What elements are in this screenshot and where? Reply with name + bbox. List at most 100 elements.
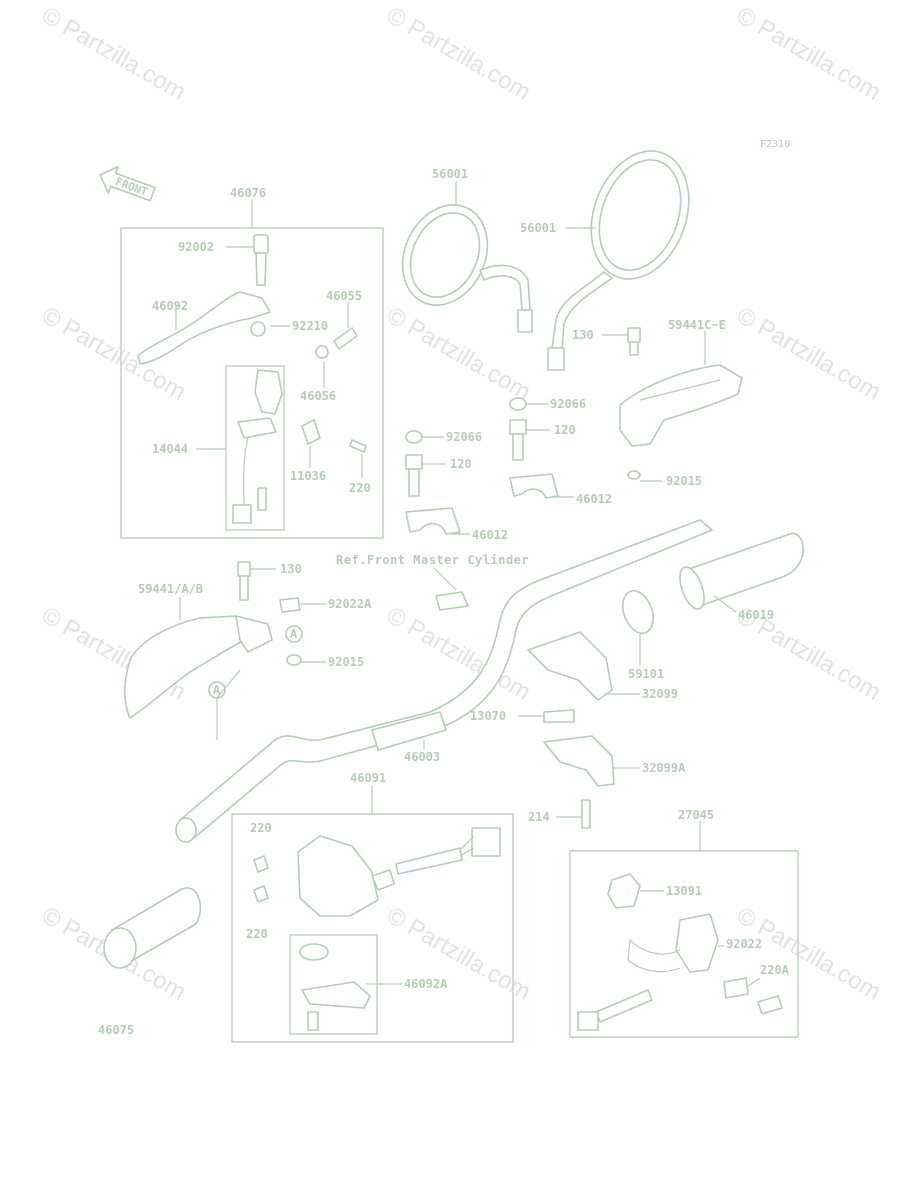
label-46055: 46055	[326, 289, 362, 303]
watermark-text: Partzilla.com	[58, 14, 190, 106]
switch-13091-icon	[607, 873, 641, 909]
hand-guard-left-icon	[123, 615, 245, 719]
figure-code: F2310	[760, 139, 790, 150]
bolt-120-a-shaft-icon	[512, 433, 524, 461]
label-46075: 46075	[98, 1023, 134, 1037]
screw-220a-icon	[757, 995, 783, 1015]
watermark: © Partzilla.com	[732, 902, 885, 1006]
starter-switch-assembly-box	[569, 850, 799, 1038]
clutch-pivot-icon	[299, 943, 329, 961]
mirror-right-thread-icon	[547, 347, 565, 371]
brake-lever-assembly	[137, 234, 367, 524]
switch-connector-46091-icon	[471, 827, 501, 857]
label-220-upper: 220	[349, 481, 371, 495]
label-92066-a: 92066	[550, 397, 586, 411]
throttle-cover-32099a-icon	[543, 735, 615, 787]
throttle-flange-icon	[679, 566, 705, 610]
clip-92022a-icon	[279, 597, 301, 613]
label-130-left: 130	[280, 562, 302, 576]
switch-subassembly-box	[225, 365, 285, 531]
grip-46019-icon	[685, 532, 805, 609]
clamp-46012-b-icon	[405, 507, 461, 535]
watermark-text: Partzilla.com	[403, 14, 535, 106]
reference-note: Ref.Front Master Cylinder	[336, 553, 529, 567]
left-switch-assembly-box	[231, 813, 514, 1043]
bolt-130-icon	[627, 327, 641, 343]
cable-guide-59101-icon	[622, 589, 654, 635]
label-46076-top: 46076	[230, 186, 266, 200]
switch-wires	[459, 835, 475, 857]
washer-46056-icon	[315, 345, 329, 359]
switch-button-icon	[371, 869, 395, 891]
watermark: © Partzilla.com	[382, 2, 535, 106]
label-32099: 32099	[642, 687, 678, 701]
label-13091: 13091	[666, 884, 702, 898]
label-92002: 92002	[178, 240, 214, 254]
mirror-left-stem-icon	[479, 264, 531, 311]
label-46092a: 46092A	[404, 977, 448, 991]
handlebar-46003	[175, 519, 713, 843]
switch-body-icon	[254, 369, 283, 415]
label-32099a: 32099A	[642, 761, 686, 775]
ring-13070-icon	[543, 709, 575, 723]
label-59441ab: 59441/A/B	[138, 582, 203, 596]
callout-a-upper-label: A	[290, 627, 298, 641]
hand-guard-right-icon	[619, 364, 743, 447]
switch-housing-46091-icon	[297, 835, 379, 917]
screw-220-icon	[349, 439, 367, 453]
watermark: © Partzilla.com	[37, 2, 190, 106]
label-46091: 46091	[350, 771, 386, 785]
switch-cable-icon	[395, 847, 463, 875]
nut-92210-icon	[250, 321, 266, 337]
master-cylinder-clamp-icon	[435, 591, 469, 611]
label-46092: 46092	[152, 299, 188, 313]
hand-guard-left-mount-icon	[235, 615, 273, 653]
bolt-130-shaft-icon	[629, 341, 639, 356]
label-120-a: 120	[554, 423, 576, 437]
watermark-text: Partzilla.com	[403, 314, 535, 406]
label-92210: 92210	[292, 319, 328, 333]
starter-wire-loop	[627, 938, 681, 973]
nut-92015-left-icon	[286, 654, 302, 666]
bolt-130-left-icon	[237, 561, 251, 577]
label-220a: 220A	[760, 963, 790, 977]
label-46012-b: 46012	[472, 528, 508, 542]
washer-92066-a-icon	[509, 397, 527, 411]
label-130-right: 130	[572, 328, 594, 342]
handlebar-end-icon	[175, 817, 197, 843]
hand-guard-right-edge	[639, 379, 721, 401]
watermark: © Partzilla.com	[382, 302, 535, 406]
bolt-120-b-shaft-icon	[408, 468, 420, 497]
mirror-right-glass-icon	[598, 159, 682, 271]
washer-92066-b-icon	[405, 430, 423, 444]
throttle-housing-32099-icon	[527, 631, 613, 701]
clamp-hardware	[405, 327, 641, 611]
label-56001-left: 56001	[432, 167, 468, 181]
left-switch-assembly	[253, 827, 501, 1031]
watermark-text: Partzilla.com	[753, 614, 885, 706]
mirror-left-glass-icon	[409, 212, 481, 298]
front-direction-arrow: FRONT	[99, 165, 156, 202]
screw-220-a-icon	[253, 855, 269, 873]
arrow-shape-icon	[99, 165, 156, 202]
screw-214-icon	[581, 799, 591, 829]
bolt-130-left-shaft-icon	[239, 575, 249, 601]
callout-a-leaders	[216, 669, 241, 740]
clutch-screw-icon	[307, 1011, 319, 1031]
label-46003: 46003	[404, 750, 440, 764]
callout-a-lower-label: A	[213, 683, 221, 697]
label-92015-left: 92015	[328, 655, 364, 669]
label-120-b: 120	[450, 457, 472, 471]
left-grip-end-icon	[103, 927, 137, 969]
switch-screw-icon	[257, 487, 267, 511]
screw-220-b-icon	[253, 885, 269, 903]
switch-connector-icon	[232, 504, 252, 524]
label-59441c-e: 59441C~E	[668, 318, 726, 332]
washer-92015-right-icon	[627, 470, 641, 480]
left-grip-46075	[103, 887, 202, 969]
clamp-46012-a-icon	[509, 473, 559, 499]
label-92066-b: 92066	[446, 430, 482, 444]
bolt-120-b-head-icon	[405, 454, 423, 470]
pivot-11036-icon	[301, 419, 321, 445]
